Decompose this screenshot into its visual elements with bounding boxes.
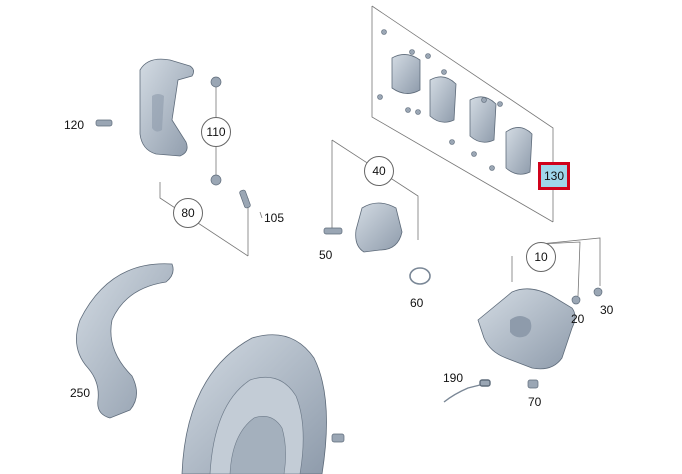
callout-10[interactable]: 10 [526, 242, 556, 272]
callout-105[interactable]: 105 [264, 211, 285, 225]
caliper-actuator[interactable] [355, 202, 403, 253]
cap-30 [593, 287, 603, 297]
bolt-70 [527, 379, 539, 389]
wear-sensor[interactable] [443, 379, 491, 403]
callout-20[interactable]: 20 [571, 312, 585, 326]
callout-60[interactable]: 60 [410, 296, 424, 310]
callout-50[interactable]: 50 [319, 248, 333, 262]
callout-110[interactable]: 110 [201, 117, 231, 147]
callout-130-highlighted[interactable]: 130 [538, 162, 570, 190]
nut-110-top [210, 76, 222, 88]
carrier-callout-lines [98, 82, 263, 257]
callout-70[interactable]: 70 [528, 395, 542, 409]
callout-250[interactable]: 250 [70, 386, 91, 400]
pad-hardware-pieces [377, 29, 503, 171]
brake-pad-1 [391, 54, 421, 94]
nut-110-bottom [210, 174, 222, 186]
brake-pad-4 [505, 127, 533, 175]
caliper-carrier[interactable] [139, 58, 194, 157]
brake-pad-3 [469, 96, 497, 143]
seal-ring-60[interactable] [409, 267, 431, 285]
callout-120[interactable]: 120 [64, 118, 85, 132]
bolt-120 [95, 119, 113, 127]
actuator-bolt-50[interactable] [323, 227, 343, 235]
splash-shield[interactable] [76, 263, 174, 419]
brake-pad-2 [429, 76, 457, 123]
brake-caliper[interactable] [477, 288, 576, 370]
callout-30[interactable]: 30 [600, 303, 614, 317]
callout-80[interactable]: 80 [173, 198, 203, 228]
callout-190[interactable]: 190 [443, 371, 464, 385]
brake-disc[interactable] [181, 334, 327, 474]
carrier-bolts[interactable] [95, 76, 251, 209]
callout-40[interactable]: 40 [364, 156, 394, 186]
bolt-105 [239, 189, 251, 209]
brake-pad-kit-group [371, 5, 554, 223]
disc-bolt[interactable] [331, 433, 345, 443]
caliper-small-parts[interactable] [527, 287, 603, 389]
bleeder-20 [571, 295, 581, 305]
caliper-callout-lines [511, 237, 601, 297]
brake-pads[interactable] [391, 54, 533, 175]
actuator-callout-lines [331, 139, 419, 240]
